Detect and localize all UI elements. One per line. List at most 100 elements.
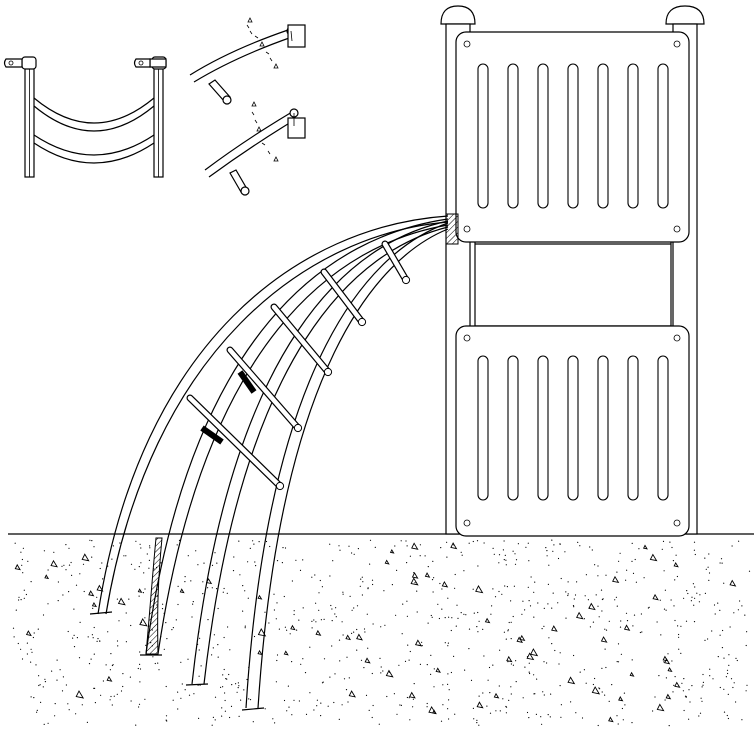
- gravel-dot: [505, 712, 507, 714]
- gravel-dot: [165, 715, 168, 717]
- gravel-dot: [738, 540, 740, 542]
- gravel-dot: [564, 551, 566, 553]
- gravel-dot: [702, 681, 705, 684]
- gravel-dot: [378, 723, 380, 725]
- gravel-dot: [581, 717, 584, 719]
- gravel-dot: [18, 596, 20, 598]
- gravel-dot: [664, 589, 667, 591]
- gravel-dot: [490, 613, 492, 615]
- gravel-dot: [43, 550, 46, 552]
- gravel-dot: [83, 590, 85, 593]
- gravel-dot: [616, 605, 618, 607]
- gravel-dot: [492, 588, 494, 590]
- rung-section: [200, 425, 224, 445]
- gravel-dot: [396, 713, 398, 715]
- gravel-dot: [733, 682, 735, 684]
- gravel-dot: [249, 699, 252, 701]
- gravel-dot: [537, 602, 539, 604]
- rung-fill: [227, 347, 301, 431]
- gravel-dot: [20, 648, 22, 650]
- panel-slot: [507, 355, 519, 501]
- gravel-dot: [330, 604, 332, 607]
- gravel-dot: [351, 609, 353, 611]
- gravel-dot: [120, 690, 123, 692]
- gravel-stone: [96, 584, 104, 592]
- gravel-stone: [656, 703, 665, 712]
- gravel-stone: [567, 676, 576, 685]
- gravel-dot: [746, 631, 748, 633]
- gravel-dot: [99, 640, 101, 642]
- gravel-dot: [93, 546, 95, 548]
- gravel-dot: [221, 715, 223, 717]
- gravel-dot: [446, 556, 448, 558]
- gravel-stone: [450, 542, 458, 550]
- gravel-dot: [616, 715, 618, 717]
- gravel-dot: [380, 672, 382, 674]
- gravel-dot: [311, 627, 313, 629]
- gravel-stone: [106, 675, 113, 682]
- panel-slot: [567, 355, 579, 501]
- rung-fill: [382, 241, 409, 283]
- gravel-dot: [36, 711, 38, 713]
- gravel-dot: [674, 619, 676, 622]
- gravel-dot: [193, 693, 195, 695]
- gravel-dot: [253, 635, 256, 638]
- gravel-dot: [318, 592, 320, 594]
- gravel-dot: [226, 592, 228, 594]
- gravel-dot: [30, 661, 32, 663]
- panel-slot: [657, 355, 669, 501]
- gravel-dot: [291, 661, 293, 663]
- gravel-dot: [27, 560, 29, 562]
- gravel-dot: [737, 609, 740, 611]
- gravel-dot: [81, 704, 83, 706]
- gravel-dot: [331, 645, 333, 647]
- gravel-dot: [137, 667, 139, 670]
- gravel-stone: [411, 542, 419, 550]
- gravel-dot: [476, 722, 478, 724]
- gravel-dot: [139, 663, 141, 666]
- gravel-dot: [30, 696, 32, 698]
- gravel-dot: [356, 605, 359, 607]
- gravel-dot: [232, 570, 235, 572]
- gravel-dot: [96, 640, 98, 643]
- gravel-dot: [652, 710, 654, 712]
- gravel-dot: [130, 624, 132, 627]
- gravel-stone: [257, 628, 267, 637]
- gravel-dot: [395, 614, 397, 616]
- gravel-dot: [579, 671, 581, 673]
- gravel-dot: [21, 564, 23, 566]
- gravel-dot: [311, 576, 313, 578]
- gravel-dot: [157, 662, 159, 664]
- gravel-dot: [488, 666, 491, 669]
- gravel-dot: [111, 664, 113, 667]
- gravel-stone: [729, 579, 737, 587]
- gravel-dot: [73, 634, 75, 637]
- gravel-dot: [207, 619, 209, 621]
- gravel-stone: [137, 588, 143, 593]
- gravel-dot: [217, 644, 219, 646]
- gravel-dot: [460, 551, 462, 553]
- gravel-dot: [222, 591, 224, 593]
- gravel-dot: [61, 565, 63, 567]
- gravel-dot: [608, 620, 610, 622]
- gravel-stone: [14, 563, 21, 571]
- gravel-dot: [86, 721, 88, 724]
- gravel-dot: [345, 689, 348, 691]
- gravel-dot: [116, 693, 118, 695]
- gravel-dot: [702, 684, 704, 686]
- gravel-dot: [614, 599, 616, 601]
- gravel-dot: [313, 709, 315, 711]
- gravel-dot: [493, 553, 495, 555]
- panel-slot: [537, 63, 549, 209]
- gravel-dot: [719, 562, 721, 564]
- gravel-dot: [359, 585, 361, 587]
- gravel-dot: [528, 662, 530, 664]
- ladder-rung-curve-1: [33, 97, 155, 124]
- gravel-dot: [65, 544, 67, 546]
- gravel-dot: [242, 585, 244, 587]
- gravel-dot: [15, 609, 17, 611]
- gravel-dot: [611, 684, 613, 686]
- gravel-dot: [407, 644, 409, 646]
- gravel-dot: [62, 676, 64, 678]
- gravel-dot: [180, 697, 182, 699]
